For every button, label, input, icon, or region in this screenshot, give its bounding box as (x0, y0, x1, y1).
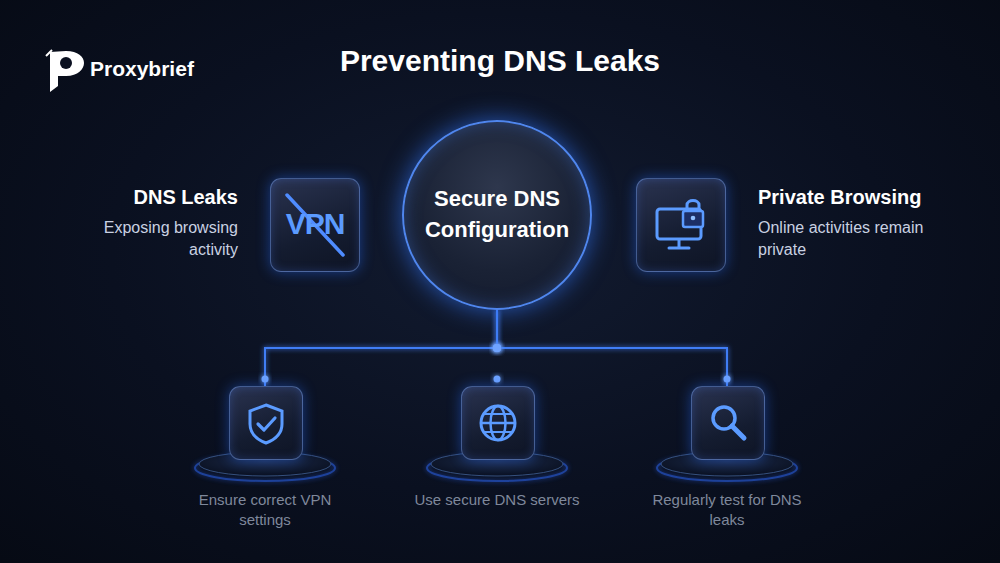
icon-tile (461, 386, 535, 460)
junction-dot (493, 344, 501, 352)
connector-line (265, 310, 497, 386)
icon-tile (229, 386, 303, 460)
step-text-block: Use secure DNS servers (407, 490, 587, 510)
connector-line (497, 310, 727, 386)
junction-dot (493, 344, 501, 352)
step-text: Ensure correct VPN settings (175, 490, 355, 531)
logo-mark (46, 50, 84, 92)
end-dot (262, 376, 269, 383)
step-node: Use secure DNS servers (397, 386, 597, 536)
shield-icon (230, 387, 302, 459)
step-node: Regularly test for DNS leaks (627, 386, 827, 536)
side-node: Private BrowsingOnline activities remain… (636, 176, 966, 272)
search-icon (692, 387, 764, 459)
side-text-block: DNS LeaksExposing browsing activity (68, 186, 238, 260)
side-description: Exposing browsing activity (68, 217, 238, 260)
side-heading: Private Browsing (758, 186, 963, 209)
icon-tile (691, 386, 765, 460)
icon-tile: VPN (270, 178, 360, 272)
side-description: Online activities remain private (758, 217, 963, 260)
step-text: Use secure DNS servers (407, 490, 587, 510)
logo-text: Proxybrief (90, 57, 194, 81)
hub-circle: Secure DNS Configuration (402, 120, 592, 310)
end-dot (494, 376, 501, 383)
globe-icon (462, 387, 534, 459)
monitor-lock-icon (637, 179, 725, 271)
side-heading: DNS Leaks (68, 186, 238, 209)
junction-dot (493, 344, 501, 352)
side-node: VPNDNS LeaksExposing browsing activity (74, 176, 360, 272)
icon-tile (636, 178, 726, 272)
hub-text: Secure DNS Configuration (417, 184, 577, 246)
side-text-block: Private BrowsingOnline activities remain… (758, 186, 963, 260)
end-dot (724, 376, 731, 383)
step-text-block: Ensure correct VPN settings (175, 490, 355, 531)
step-node: Ensure correct VPN settings (165, 386, 365, 536)
step-text-block: Regularly test for DNS leaks (637, 490, 817, 531)
vpn-icon-text: VPN (271, 207, 359, 241)
step-text: Regularly test for DNS leaks (637, 490, 817, 531)
